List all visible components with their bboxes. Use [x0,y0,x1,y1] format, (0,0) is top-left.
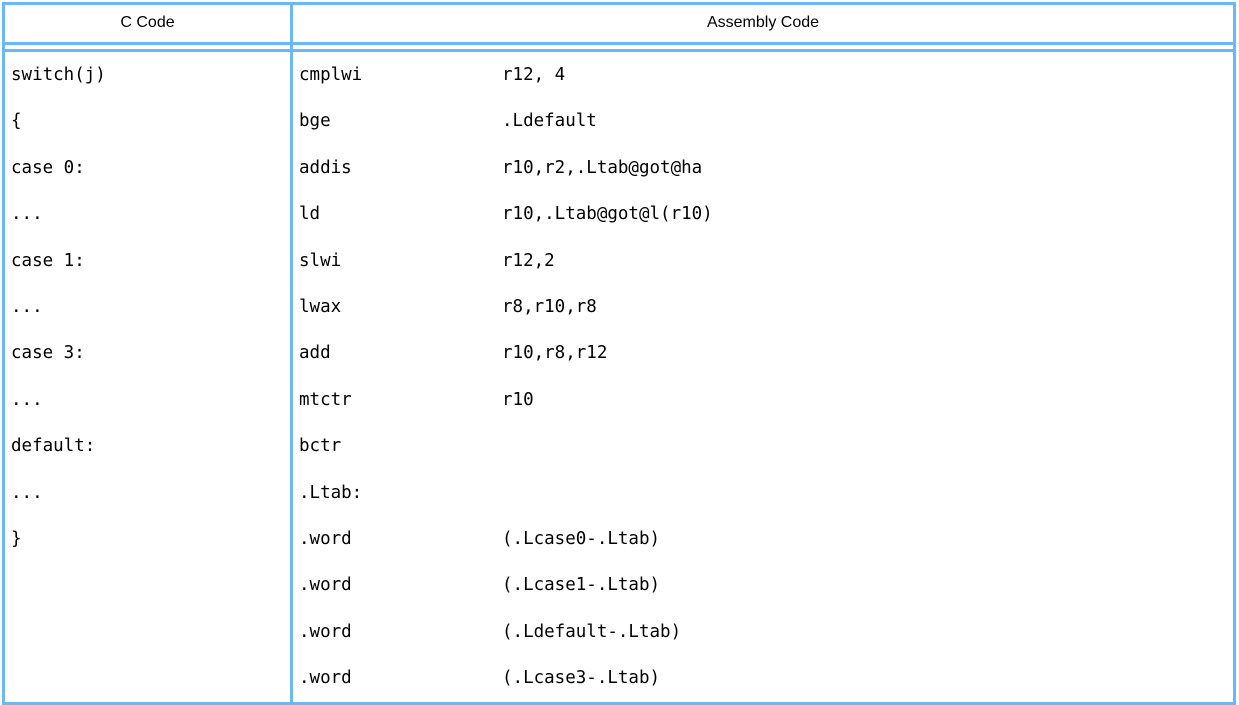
assembly-mnemonic: .word [299,529,352,550]
assembly-code-line: lwax r8,r10,r8 [299,284,1233,330]
assembly-mnemonic: .word [299,668,352,689]
c-code-line: ... [11,389,43,410]
assembly-mnemonic: lwax [299,297,342,318]
cell-c-code: switch(j) { case 0:... case 1:... case 3:...… [3,50,293,704]
assembly-mnemonic: bge [299,111,331,132]
assembly-operands: r12,2 [502,250,555,271]
c-code-line: switch(j) [11,65,106,85]
assembly-code-line: mtctr r10 [299,377,1233,423]
assembly-operands: (.Lcase1-.Ltab) [502,575,661,596]
assembly-mnemonic: add [299,343,331,364]
table-header: C Code Assembly Code [3,3,1235,45]
assembly-operands: (.Lcase3-.Ltab) [502,668,661,689]
assembly-code-line: .Ltab: [299,470,1233,516]
assembly-operands: r10,.Ltab@got@l(r10) [502,204,713,225]
c-code-line: } [11,529,22,550]
assembly-code-line: ld r10,.Ltab@got@l(r10) [299,191,1233,237]
assembly-operands: (.Lcase0-.Ltab) [502,529,661,550]
assembly-operands: .Ldefault [502,111,597,132]
assembly-code-line: .word (.Lcase3-.Ltab) [299,655,1233,701]
assembly-code-line: addis r10,r2,.Ltab@got@ha [299,145,1233,191]
table-row: switch(j) { case 0:... case 1:... case 3:...… [3,50,1235,704]
c-code-line: default: [11,436,96,457]
assembly-code-line: slwi r12,2 [299,238,1233,284]
cell-assembly-code: cmplwi r12, 4 bge .Ldefault addis r10,r2,.Lta… [291,50,1235,704]
column-header-c-code: C Code [3,3,293,45]
assembly-mnemonic: ld [299,204,321,225]
c-code-listing: switch(j) { case 0:... case 1:... case 3:...… [5,52,290,562]
assembly-code-line: cmplwi r12, 4 [299,52,1233,98]
assembly-code-line: .word (.Lcase1-.Ltab) [299,562,1233,608]
assembly-code-line: add r10,r8,r12 [299,330,1233,376]
assembly-mnemonic: addis [299,157,352,178]
assembly-operands: r12, 4 [502,65,566,85]
assembly-mnemonic: bctr [299,436,342,457]
c-code-line: case 3: [11,343,85,364]
assembly-code-line: .word (.Lcase0-.Ltab) [299,516,1233,562]
assembly-code-line: bge .Ldefault [299,98,1233,144]
assembly-mnemonic: .word [299,621,352,642]
c-code-line: case 1: [11,250,85,271]
assembly-operands: r10 [502,389,534,410]
assembly-operands: (.Ldefault-.Ltab) [502,621,682,642]
c-code-line: case 0: [11,157,85,178]
header-rule-gap-right [291,43,1235,52]
assembly-operands: r8,r10,r8 [502,297,597,318]
assembly-code-listing: cmplwi r12, 4 bge .Ldefault addis r10,r2,.Lta… [293,52,1233,702]
assembly-code-line: bctr [299,423,1233,469]
assembly-mnemonic: slwi [299,250,342,271]
header-double-rule [3,43,1235,52]
header-rule-gap-left [3,43,293,52]
assembly-code-line: .word (.Ldefault-.Ltab) [299,609,1233,655]
assembly-mnemonic: cmplwi [299,65,363,85]
assembly-operands: r10,r8,r12 [502,343,608,364]
assembly-mnemonic: .word [299,575,352,596]
c-code-line: ... [11,482,43,503]
header-row: C Code Assembly Code [3,3,1235,45]
assembly-mnemonic: .Ltab: [299,482,363,503]
assembly-mnemonic: mtctr [299,389,352,410]
c-code-line: ... [11,297,43,318]
column-header-assembly-code: Assembly Code [291,3,1235,45]
c-code-line: ... [11,204,43,225]
c-code-line: { [11,111,22,132]
assembly-operands: r10,r2,.Ltab@got@ha [502,157,703,178]
